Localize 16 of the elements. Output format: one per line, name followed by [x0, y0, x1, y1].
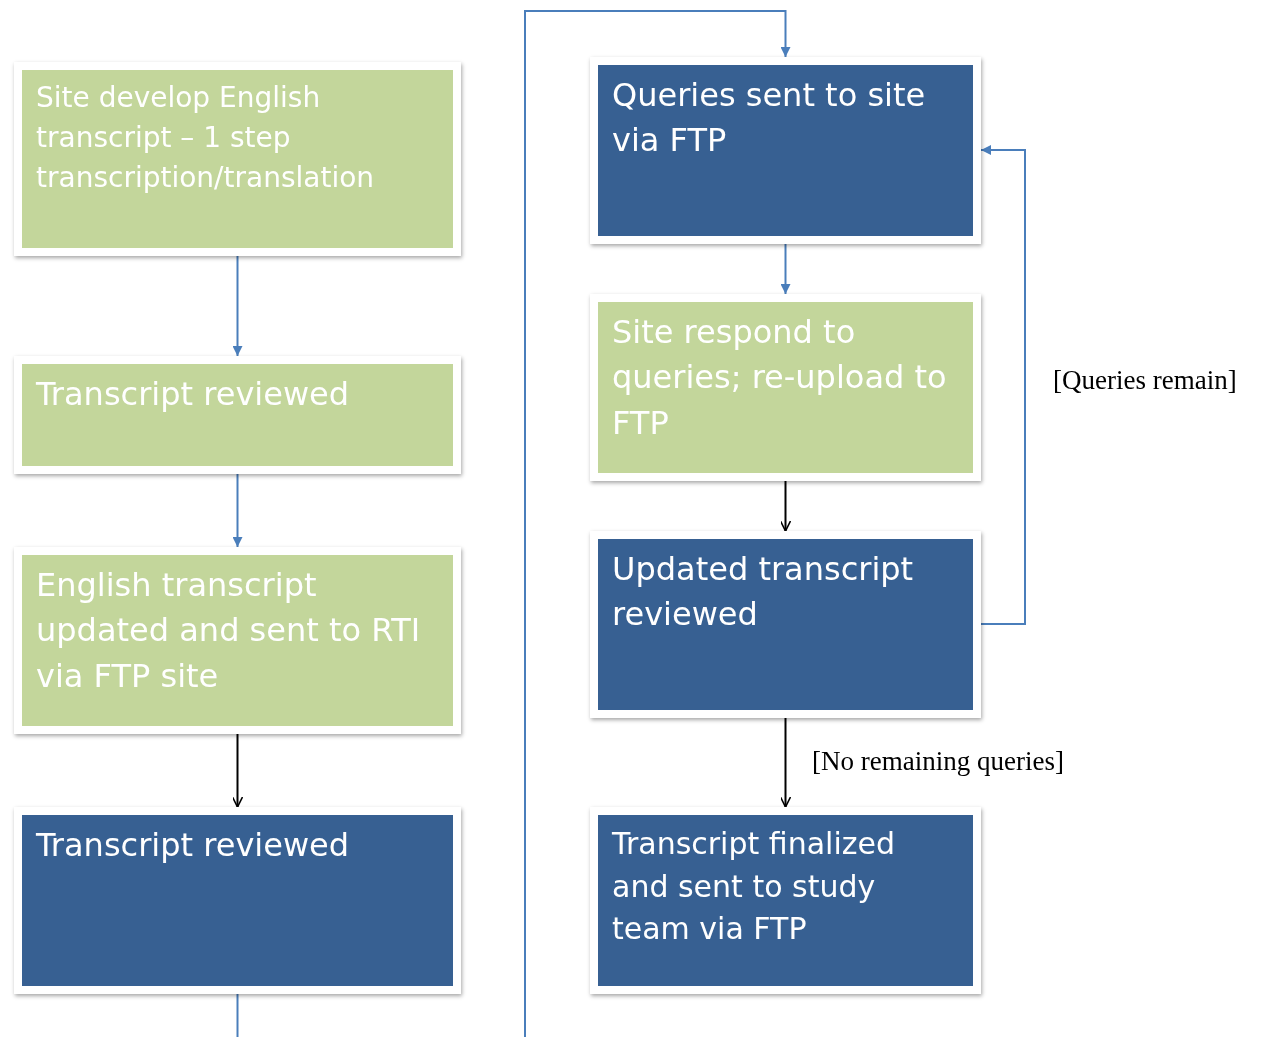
- arrow: [232, 255, 243, 357]
- box-text: Site respond to queries; re-upload to FTP: [612, 312, 948, 444]
- arrow: [524, 10, 791, 1037]
- box-text: Site develop English transcript – 1 step transcription/translation: [36, 80, 376, 196]
- arrow: [232, 473, 243, 548]
- arrow: [779, 480, 792, 532]
- box-text: Transcript reviewed: [36, 825, 351, 866]
- box-text: Queries sent to site via FTP: [612, 75, 927, 162]
- arrow: [780, 243, 791, 295]
- box-text: Transcript reviewed: [36, 374, 351, 415]
- box-text: English transcript updated and sent to RTI via FTP site: [36, 565, 422, 697]
- arrow: [779, 717, 792, 808]
- arrow: [980, 145, 1026, 625]
- arrow: [231, 733, 244, 808]
- box-text: Updated transcript reviewed: [612, 549, 915, 636]
- box-text: Transcript finalized and sent to study team via FTP: [612, 825, 896, 949]
